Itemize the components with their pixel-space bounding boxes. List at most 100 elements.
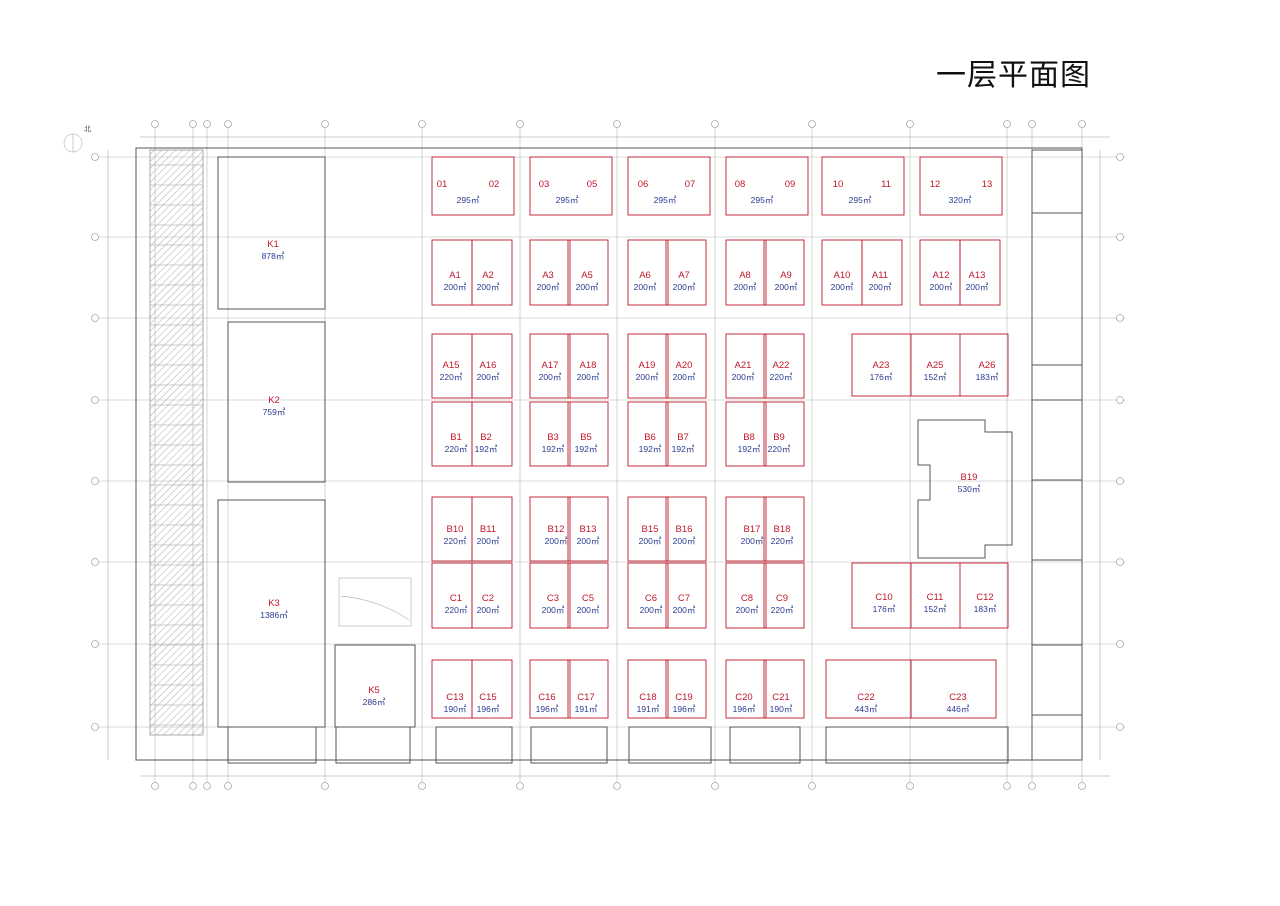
unit-cell (665, 239, 707, 306)
unit-label: A12 (933, 270, 950, 281)
unit-area: 295㎡ (654, 195, 677, 205)
unit-area: 200㎡ (736, 605, 759, 615)
unit-cell (725, 156, 809, 216)
unit-label: B9 (773, 432, 785, 443)
unit-area: 183㎡ (976, 372, 999, 382)
unit-area: 286㎡ (363, 697, 386, 707)
unit-cell (627, 659, 669, 719)
unit-area: 190㎡ (770, 704, 793, 714)
unit-label: C12 (976, 592, 993, 603)
axis-bubble (189, 782, 197, 790)
unit-label: B5 (580, 432, 592, 443)
unit-area: 200㎡ (545, 536, 568, 546)
north-label: 北 (84, 125, 91, 133)
unit-area: 200㎡ (673, 372, 696, 382)
unit-label: B8 (743, 432, 755, 443)
unit-cell (627, 156, 711, 216)
unit-area: 200㎡ (577, 372, 600, 382)
unit-cell (529, 239, 571, 306)
entry-block (435, 726, 513, 764)
unit-cell (851, 333, 1009, 397)
unit-cell (763, 562, 805, 629)
unit-label: A6 (639, 270, 651, 281)
axis-bubble (613, 120, 621, 128)
unit-area: 191㎡ (637, 704, 660, 714)
axis-bubble (906, 782, 914, 790)
unit-cell (529, 401, 571, 467)
unit-cell (529, 659, 571, 719)
axis-bubble (1116, 396, 1124, 404)
unit-cell (567, 239, 609, 306)
axis-bubble (711, 782, 719, 790)
unit-cell (471, 401, 513, 467)
entry-block (825, 726, 1009, 764)
axis-bubble (321, 120, 329, 128)
unit-label: A26 (979, 360, 996, 371)
unit-area: 200㎡ (639, 536, 662, 546)
axis-bubble (808, 782, 816, 790)
unit-area: 192㎡ (542, 444, 565, 454)
unit-label: C1 (450, 593, 462, 604)
unit-cell (665, 562, 707, 629)
unit-label: B7 (677, 432, 689, 443)
unit-label: 01 (437, 179, 448, 190)
unit-cell (529, 333, 571, 399)
unit-cell (471, 659, 513, 719)
unit-cell (627, 496, 669, 562)
axis-bubble (711, 120, 719, 128)
unit-label: K2 (268, 395, 280, 406)
axis-bubble (224, 120, 232, 128)
unit-cell (471, 239, 513, 306)
unit-label: A21 (735, 360, 752, 371)
unit-area: 200㎡ (741, 536, 764, 546)
unit-cell (763, 239, 805, 306)
unit-area: 196㎡ (673, 704, 696, 714)
unit-area: 190㎡ (444, 704, 467, 714)
unit-label: C5 (582, 593, 594, 604)
unit-cell (821, 156, 905, 216)
unit-area: 295㎡ (457, 195, 480, 205)
unit-label: C22 (857, 692, 874, 703)
unit-area: 200㎡ (634, 282, 657, 292)
unit-label: A22 (773, 360, 790, 371)
axis-bubble (91, 314, 99, 322)
ramp-area (338, 577, 412, 627)
unit-label: B3 (547, 432, 559, 443)
unit-cell (665, 333, 707, 399)
unit-cell (529, 496, 571, 562)
axis-bubble (91, 233, 99, 241)
unit-label: 07 (685, 179, 696, 190)
unit-area: 200㎡ (477, 536, 500, 546)
axis-bubble (418, 782, 426, 790)
unit-area: 295㎡ (751, 195, 774, 205)
large-room (217, 156, 326, 310)
unit-label: B16 (676, 524, 693, 535)
unit-cell (959, 239, 1001, 306)
unit-label: B6 (644, 432, 656, 443)
unit-label: A23 (873, 360, 890, 371)
room-b19-outline (917, 419, 1013, 559)
unit-area: 320㎡ (949, 195, 972, 205)
unit-label: A5 (581, 270, 593, 281)
unit-label: 13 (982, 179, 993, 190)
unit-label: B12 (548, 524, 565, 535)
unit-area: 200㎡ (930, 282, 953, 292)
unit-label: 06 (638, 179, 649, 190)
unit-area: 200㎡ (539, 372, 562, 382)
unit-label: A19 (639, 360, 656, 371)
axis-bubble (1116, 233, 1124, 241)
unit-cell (851, 562, 1009, 629)
unit-area: 200㎡ (537, 282, 560, 292)
unit-label: A1 (449, 270, 461, 281)
unit-label: C3 (547, 593, 559, 604)
unit-area: 192㎡ (475, 444, 498, 454)
axis-bubble (516, 120, 524, 128)
unit-label: B15 (642, 524, 659, 535)
axis-bubble (1078, 782, 1086, 790)
unit-label: A11 (872, 270, 888, 281)
axis-bubble (613, 782, 621, 790)
unit-label: K5 (368, 685, 380, 696)
unit-area: 200㎡ (732, 372, 755, 382)
axis-bubble (906, 120, 914, 128)
